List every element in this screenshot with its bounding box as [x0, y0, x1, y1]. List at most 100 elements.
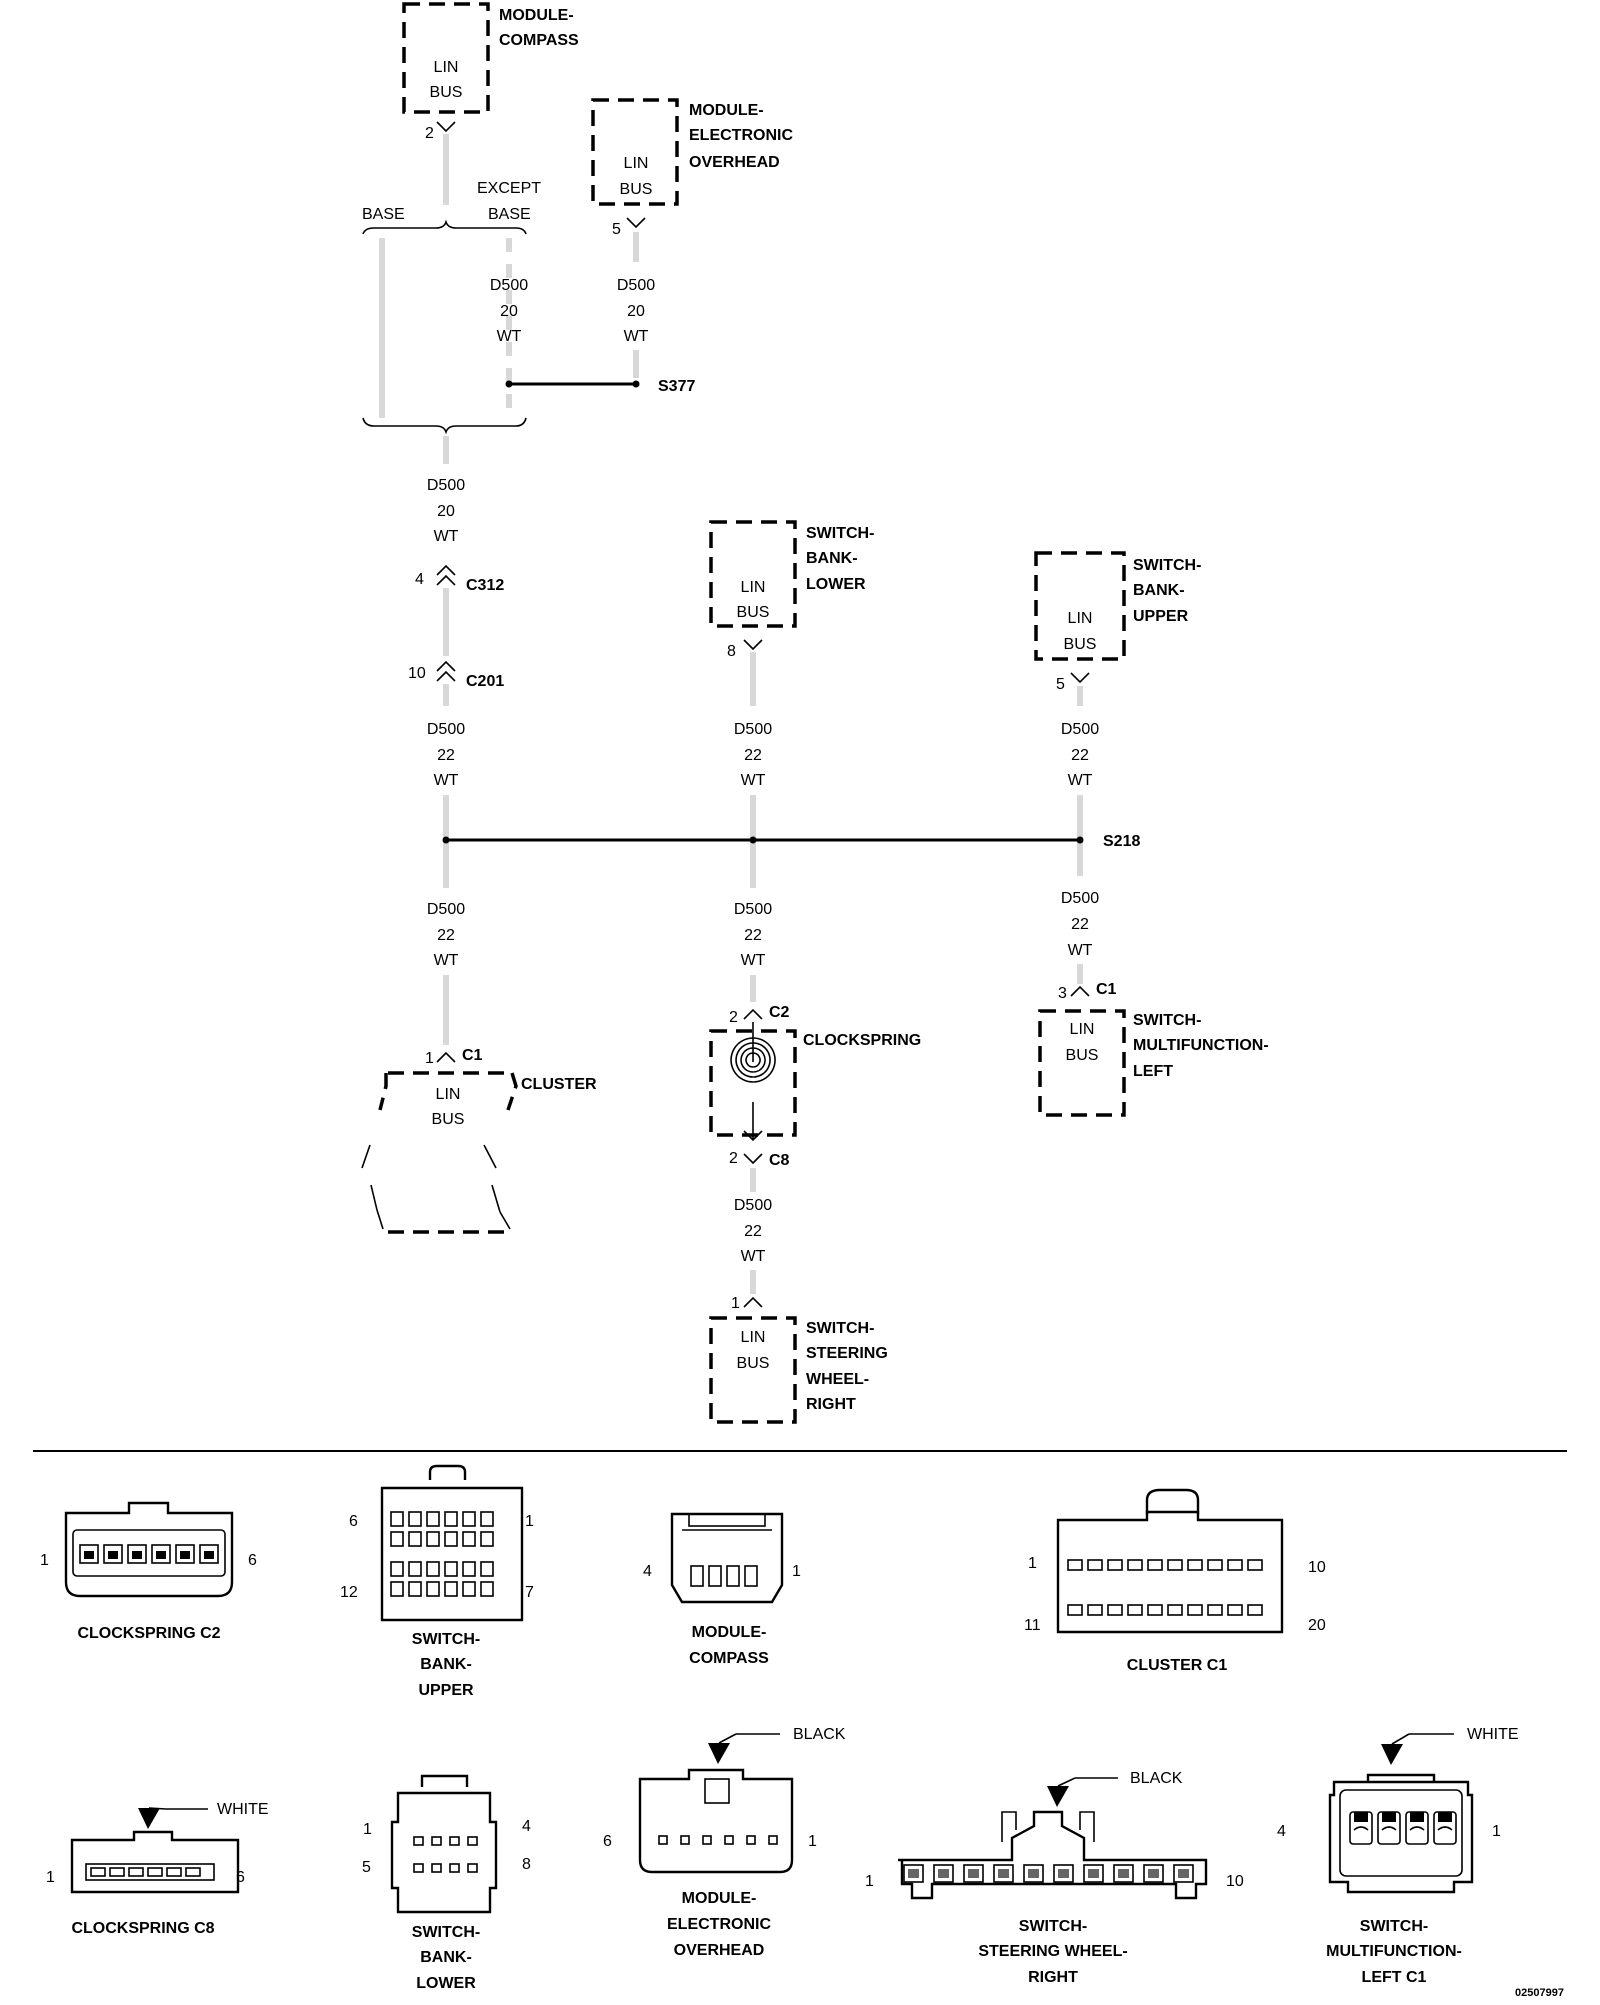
svg-text:22: 22 [744, 1223, 762, 1240]
svg-text:22: 22 [744, 927, 762, 944]
svg-text:LEFT C1: LEFT C1 [1362, 1969, 1427, 1986]
wire-label-clockspring-upper: D500 22 WT [734, 901, 772, 969]
svg-text:WT: WT [434, 528, 459, 545]
module-compass: LIN BUS MODULE- COMPASS 2 [402, 2, 579, 142]
connector-view-clockspring-c2: 1 6 CLOCKSPRING C2 [40, 1501, 257, 1642]
module-electronic-overhead: LIN BUS MODULE- ELECTRONIC OVERHEAD 5 [591, 98, 793, 238]
clockspring-bottom-terminal [743, 1130, 763, 1142]
wire-label-sbl: D500 22 WT [734, 721, 772, 789]
clockspring-top-conn: C2 [769, 1004, 790, 1021]
connector-view-switch-bank-upper: 6 1 12 7 SWITCH- BANK- UPPER [340, 1464, 534, 1699]
svg-text:SWITCH-: SWITCH- [1019, 1918, 1087, 1935]
option-branch-merge [362, 417, 527, 435]
svg-text:MULTIFUNCTION-: MULTIFUNCTION- [1326, 1943, 1462, 1960]
wire-label-merged: D500 20 WT [427, 477, 465, 545]
svg-text:WHITE: WHITE [217, 1801, 269, 1818]
svg-text:WHITE: WHITE [1467, 1726, 1519, 1743]
svg-text:CLUSTER C1: CLUSTER C1 [1127, 1657, 1228, 1674]
evic-color-arrow-icon [708, 1743, 730, 1764]
wire-label-except-base: D500 20 WT [490, 277, 528, 345]
svg-text:BUS: BUS [737, 604, 770, 621]
svg-text:WT: WT [741, 1248, 766, 1265]
wire-label-clockspring-lower: D500 22 WT [734, 1197, 772, 1265]
svg-text:WT: WT [497, 328, 522, 345]
mfl-color-arrow-icon [1381, 1744, 1403, 1765]
svg-text:LIN: LIN [741, 579, 766, 596]
evic-name-line2: ELECTRONIC [689, 127, 793, 144]
svg-text:6: 6 [349, 1513, 358, 1530]
svg-text:BANK-: BANK- [420, 1656, 472, 1673]
svg-text:LIN: LIN [741, 1329, 766, 1346]
svg-text:20: 20 [500, 303, 518, 320]
svg-text:22: 22 [1071, 747, 1089, 764]
cluster-pin: 1 [425, 1050, 434, 1067]
wire-label-evic: D500 20 WT [617, 277, 655, 345]
wire-label-mfl: D500 22 WT [1061, 890, 1099, 959]
svg-text:D500: D500 [427, 901, 465, 918]
svg-text:BUS: BUS [1064, 636, 1097, 653]
compass-bus-label: BUS [430, 84, 463, 101]
svg-text:6: 6 [603, 1833, 612, 1850]
svg-text:BANK-: BANK- [420, 1949, 472, 1966]
splice-s377-label: S377 [658, 378, 695, 395]
wire-label-cluster-upper: D500 22 WT [427, 721, 465, 789]
mfl-pin: 3 [1058, 985, 1067, 1002]
svg-text:22: 22 [1071, 916, 1089, 933]
connector-view-switch-multifunction-left: WHITE 4 1 SWITCH- MULTIFUNCTION- LEFT C1 [1277, 1726, 1519, 1986]
c312-label: C312 [466, 577, 504, 594]
svg-text:BANK-: BANK- [1133, 582, 1185, 599]
svg-text:11: 11 [1024, 1617, 1041, 1634]
svg-text:1: 1 [1028, 1555, 1037, 1572]
svg-text:10: 10 [1308, 1559, 1326, 1576]
svg-text:WT: WT [741, 772, 766, 789]
svg-text:LEFT: LEFT [1133, 1063, 1173, 1080]
cluster-conn: C1 [462, 1047, 483, 1064]
compass-pin: 2 [425, 125, 434, 142]
svg-text:22: 22 [744, 747, 762, 764]
clockspring-bottom-conn: C8 [769, 1152, 790, 1169]
svg-text:BUS: BUS [432, 1111, 465, 1128]
svg-text:1: 1 [1492, 1823, 1501, 1840]
svg-text:6: 6 [236, 1869, 245, 1886]
svg-text:OVERHEAD: OVERHEAD [674, 1942, 765, 1959]
sbl-cavities [413, 1836, 478, 1873]
cs-c2-cavities [79, 1544, 219, 1564]
svg-text:STEERING WHEEL-: STEERING WHEEL- [978, 1943, 1127, 1960]
svg-text:20: 20 [627, 303, 645, 320]
connector-view-switch-bank-lower: 1 4 5 8 SWITCH- BANK- LOWER [362, 1774, 531, 1992]
svg-text:CLOCKSPRING C2: CLOCKSPRING C2 [77, 1625, 220, 1642]
compass-name-line2: COMPASS [499, 32, 579, 49]
branch-except-label-2: BASE [488, 206, 531, 223]
option-branch-top: BASE EXCEPT BASE [362, 180, 541, 235]
connector-view-module-compass: 4 1 MODULE- COMPASS [643, 1512, 801, 1667]
svg-text:LIN: LIN [436, 1086, 461, 1103]
svg-text:4: 4 [643, 1563, 652, 1580]
svg-text:SWITCH-: SWITCH- [412, 1631, 480, 1648]
mfl-pin-terminal [1070, 985, 1090, 997]
svg-text:D500: D500 [427, 477, 465, 494]
clockspring-coil-icon [730, 1037, 776, 1083]
svg-text:22: 22 [437, 747, 455, 764]
svg-text:LOWER: LOWER [806, 576, 866, 593]
splice-s377: S377 [505, 378, 695, 395]
cluster-c1-cavities [1067, 1559, 1263, 1616]
svg-text:1: 1 [40, 1552, 49, 1569]
svg-text:BLACK: BLACK [793, 1726, 846, 1743]
swr-color-arrow-icon [1047, 1786, 1069, 1807]
splice-s218-label: S218 [1103, 833, 1140, 850]
svg-text:D500: D500 [1061, 890, 1099, 907]
svg-text:CLOCKSPRING C8: CLOCKSPRING C8 [71, 1920, 214, 1937]
branch-except-label-1: EXCEPT [477, 180, 541, 197]
swr-pin: 1 [731, 1295, 740, 1312]
svg-text:LIN: LIN [1070, 1021, 1095, 1038]
svg-text:SWITCH-: SWITCH- [1133, 1012, 1201, 1029]
compass-pin-terminal [436, 121, 456, 133]
evic-lin-label: LIN [624, 155, 649, 172]
wire-label-cluster-lower: D500 22 WT [427, 901, 465, 969]
evic-pin: 5 [612, 221, 621, 238]
svg-text:4: 4 [1277, 1823, 1286, 1840]
svg-text:12: 12 [340, 1584, 358, 1601]
svg-text:BANK-: BANK- [806, 550, 858, 567]
cluster-name: CLUSTER [521, 1076, 597, 1093]
evic-cavities [658, 1835, 778, 1845]
